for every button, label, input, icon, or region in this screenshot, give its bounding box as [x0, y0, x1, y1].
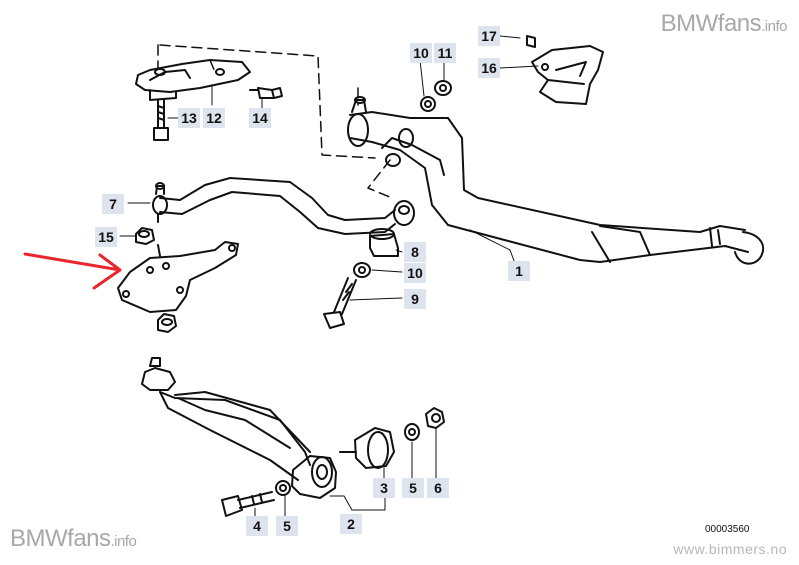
callout-5-right: 5 [402, 478, 424, 498]
callout-10-mid: 10 [404, 263, 426, 283]
watermark-top: BMWfans.info [660, 10, 788, 37]
washer-part-5-left [275, 480, 291, 496]
callout-10-top: 10 [410, 43, 432, 63]
stabilizer-link-part [152, 177, 415, 235]
bolt-part-13 [153, 99, 169, 141]
bolt-part-9 [323, 277, 357, 329]
callout-16: 16 [478, 58, 500, 78]
screw-part-14 [249, 87, 283, 99]
callout-15: 15 [95, 227, 117, 247]
bolt-part-4 [221, 491, 275, 517]
nut-part-15 [135, 227, 155, 245]
subframe-crossmember-part [347, 96, 765, 265]
washer-part-5-right [404, 423, 420, 441]
washer-part-10 [353, 262, 371, 278]
callout-11: 11 [434, 43, 456, 63]
red-pointer-arrow [23, 252, 122, 290]
callout-8: 8 [404, 242, 426, 262]
callout-7: 7 [102, 194, 124, 214]
callout-14: 14 [249, 108, 271, 128]
shield-plate-part-16 [526, 35, 604, 105]
steering-arm-part [117, 241, 239, 313]
callout-12: 12 [203, 108, 225, 128]
nut-lower-plate [157, 313, 177, 333]
callout-5-left: 5 [276, 516, 298, 536]
support-bracket-part [135, 59, 251, 101]
nut-washer-top [420, 80, 452, 112]
site-url: www.bimmers.no [673, 541, 787, 557]
leader-lines [119, 35, 539, 517]
diagram-code: 00003560 [705, 524, 750, 535]
nut-part-6 [425, 407, 445, 429]
callout-2: 2 [340, 514, 362, 534]
control-arm-part [141, 357, 311, 481]
callout-9: 9 [404, 289, 426, 309]
bushing-part-2 [291, 455, 337, 499]
callout-1: 1 [508, 261, 530, 281]
callout-13: 13 [178, 108, 200, 128]
watermark-bottom: BMWfans.info [10, 525, 137, 552]
callout-3: 3 [373, 478, 395, 498]
bushing-part-3 [339, 427, 395, 469]
bushing-part-8 [369, 228, 399, 257]
callout-6: 6 [427, 478, 449, 498]
callout-4: 4 [246, 516, 268, 536]
callout-17: 17 [478, 26, 500, 46]
